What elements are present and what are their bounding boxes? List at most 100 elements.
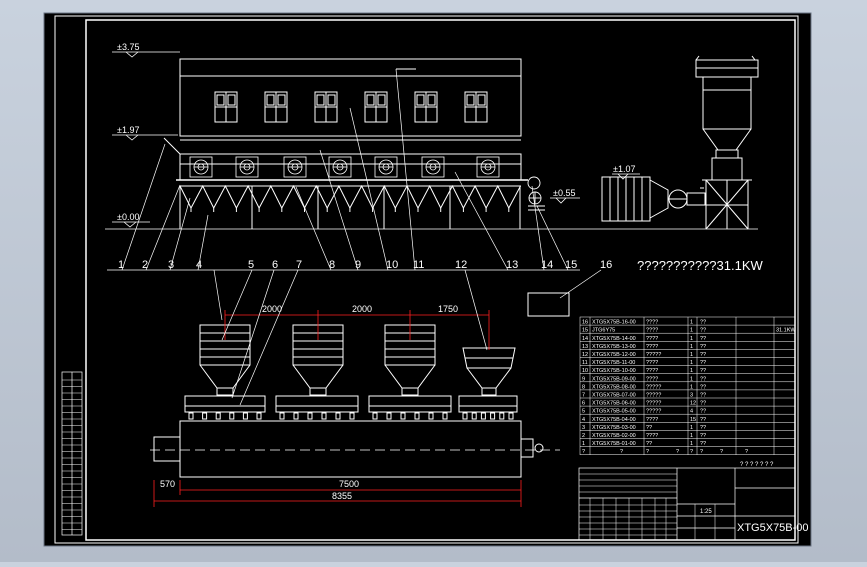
callout-number: 5 <box>248 259 254 271</box>
parts-cell: ?? <box>700 344 706 350</box>
leader-lines <box>107 68 580 271</box>
parts-header: ? <box>745 449 748 455</box>
parts-cell: 3 <box>690 393 693 399</box>
dryer-body <box>163 58 528 181</box>
parts-cell: 1 <box>690 433 693 439</box>
parts-cell: ????? <box>646 409 661 415</box>
parts-note: 31.1KW <box>776 327 796 333</box>
elevation-label: ±3.75 <box>117 42 139 52</box>
parts-cell: XTG5X75B-06-00 <box>592 401 636 407</box>
parts-cell: XTG5X75B-04-00 <box>592 417 636 423</box>
parts-cell: ???? <box>646 328 658 334</box>
parts-cell: 16 <box>582 320 588 326</box>
parts-cell: 15 <box>582 328 588 334</box>
parts-header: ? <box>582 449 585 455</box>
plan-conveyor <box>153 420 544 478</box>
fan-unit <box>421 156 445 178</box>
callout-number: 4 <box>196 259 202 271</box>
nameplate-box <box>527 292 570 317</box>
fan-unit <box>235 156 259 178</box>
callout-number: 10 <box>386 259 398 271</box>
parts-cell: 1 <box>690 328 693 334</box>
parts-cell: 1 <box>690 425 693 431</box>
inner-frame <box>85 19 796 541</box>
dryer-windows <box>214 91 488 123</box>
drawing-number: XTG5X75B-00 <box>737 522 809 534</box>
callout-number: 1 <box>118 259 124 271</box>
parts-cell: 10 <box>582 368 588 374</box>
plan-leaders <box>213 269 602 406</box>
parts-cell: 1 <box>690 336 693 342</box>
parts-cell: ?? <box>700 336 706 342</box>
silo-bases <box>184 395 518 420</box>
parts-cell: 1 <box>690 384 693 390</box>
bottom-hoppers <box>179 184 521 212</box>
parts-cell: ?? <box>700 409 706 415</box>
feed-motor <box>527 176 545 211</box>
parts-cell: 9 <box>582 376 585 382</box>
dimension-label: 2000 <box>352 304 372 314</box>
parts-cell: XTG5X75B-11-00 <box>592 360 635 366</box>
parts-cell: 2 <box>582 433 585 439</box>
callout-number: 15 <box>565 259 577 271</box>
callout-number: 7 <box>296 259 302 271</box>
callout-number: 11 <box>413 259 424 271</box>
fan-unit <box>283 156 307 178</box>
fan-unit <box>374 156 398 178</box>
dryer-legs <box>179 186 521 229</box>
parts-cell: ???? <box>646 368 658 374</box>
parts-cell: ???? <box>646 320 658 326</box>
parts-cell: ????? <box>646 401 661 407</box>
parts-cell: 4 <box>690 409 693 415</box>
parts-cell: 12 <box>582 352 588 358</box>
dryer-fans <box>189 156 500 178</box>
fan-unit <box>189 156 213 178</box>
parts-cell: 1 <box>690 360 693 366</box>
parts-cell: ?? <box>700 360 706 366</box>
callout-number: 14 <box>541 259 553 271</box>
parts-header: ? <box>700 449 703 455</box>
cyclone-silo <box>695 55 759 230</box>
parts-cell: ?? <box>646 425 652 431</box>
parts-header: ? <box>690 449 693 455</box>
parts-cell: XTG5X75B-14-00 <box>592 336 636 342</box>
parts-cell: XTG5X75B-02-00 <box>592 433 636 439</box>
dimension-label: 2000 <box>262 304 282 314</box>
parts-cell: 14 <box>582 336 588 342</box>
elevation-markers <box>112 51 640 228</box>
window <box>264 91 288 123</box>
silo-base <box>275 395 359 420</box>
dimension-label: 8355 <box>332 491 352 501</box>
parts-header: ? <box>646 449 649 455</box>
parts-cell: ???? <box>646 336 658 342</box>
callout-number: 6 <box>272 259 278 271</box>
dimension-lines <box>153 310 522 507</box>
window <box>364 91 388 123</box>
parts-cell: ?? <box>700 425 706 431</box>
window <box>464 91 488 123</box>
parts-cell: ?? <box>700 328 706 334</box>
parts-cell: ?? <box>700 433 706 439</box>
parts-cell: 8 <box>582 384 585 390</box>
parts-cell: ????? <box>646 352 661 358</box>
elevation-label: ±0.55 <box>553 188 575 198</box>
drawing-sheet <box>43 12 812 547</box>
dimension-label: 1750 <box>438 304 458 314</box>
parts-cell: 5 <box>582 409 585 415</box>
silo <box>462 347 516 396</box>
dimension-label: 570 <box>160 479 175 489</box>
parts-cell: XTG5X75B-05-00 <box>592 409 636 415</box>
hot-air-furnace <box>601 176 706 222</box>
scale-label: 1:25 <box>700 509 712 515</box>
elevation-label: ±1.07 <box>613 164 635 174</box>
title-block-marks: ? ? ? ? ? ? ? <box>740 462 774 468</box>
window <box>314 91 338 123</box>
parts-cell: ?? <box>700 401 706 407</box>
parts-cell: 1 <box>690 368 693 374</box>
parts-cell: ???? <box>646 376 658 382</box>
silo-base <box>184 395 266 420</box>
